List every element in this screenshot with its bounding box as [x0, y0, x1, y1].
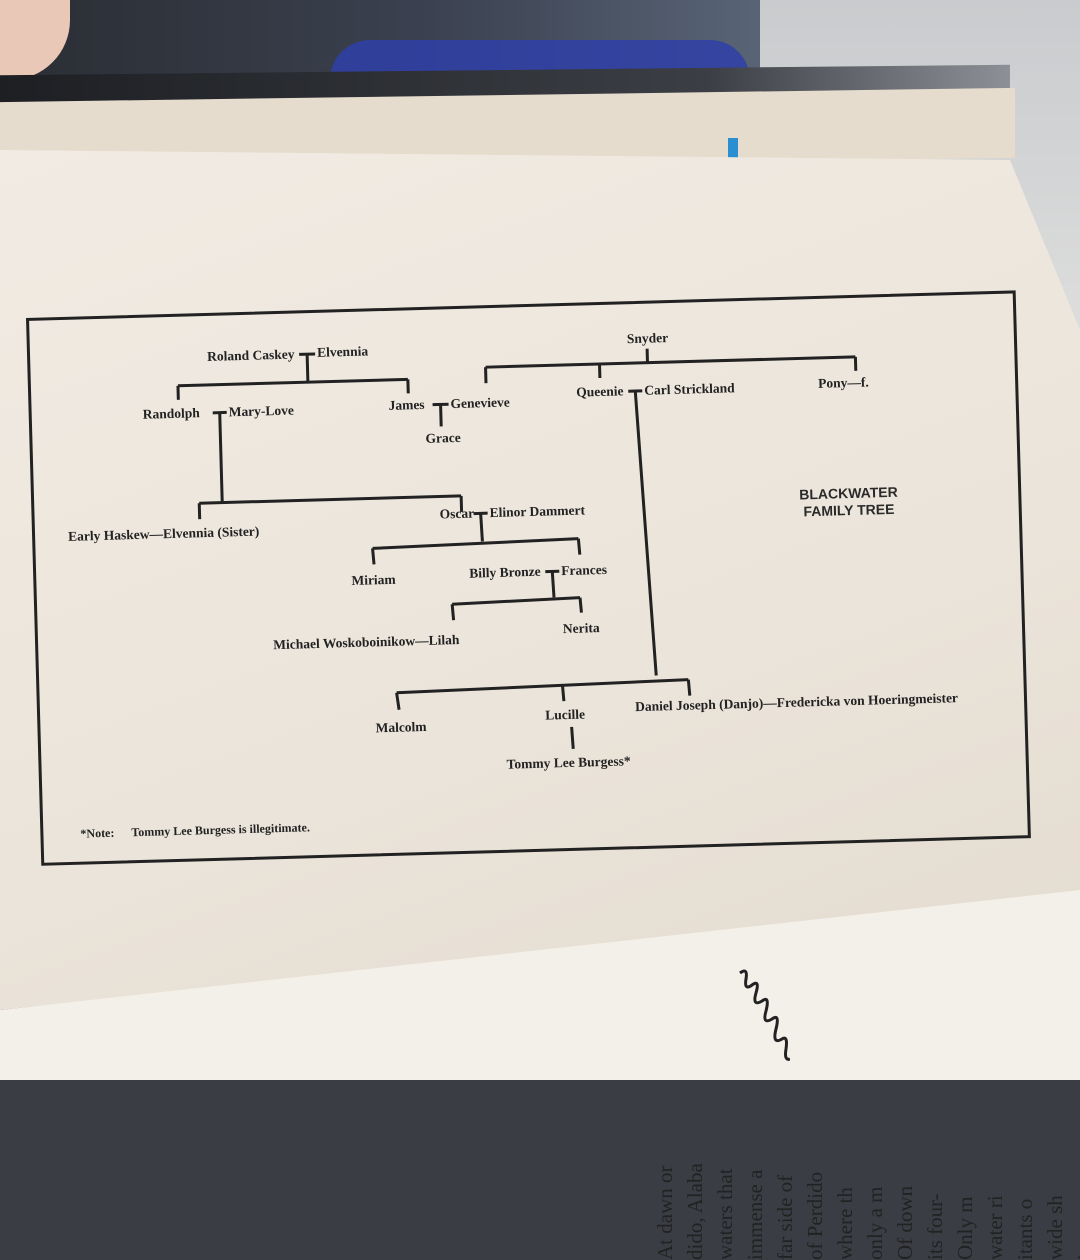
facing-page-line: ing su	[1070, 1090, 1080, 1260]
footnote-label: *Note:	[80, 826, 114, 841]
name-nerita: Nerita	[563, 620, 600, 637]
name-queenie: Queenie	[576, 383, 624, 400]
tree-title-line2: FAMILY TREE	[799, 501, 898, 521]
name-genevieve: Genevieve	[450, 395, 510, 413]
name-roland-caskey: Roland Caskey	[207, 347, 295, 365]
facing-page-line: At dawn or	[650, 1090, 680, 1260]
name-carl-strickland: Carl Strickland	[644, 380, 735, 399]
name-lucille: Lucille	[545, 707, 585, 724]
back-book-blue-letter	[728, 138, 738, 160]
facing-page-line: dido, Alaba	[680, 1090, 710, 1260]
name-james: James	[388, 397, 424, 414]
name-pony: Pony—f.	[818, 374, 869, 391]
name-miriam: Miriam	[351, 572, 396, 589]
name-oscar: Oscar	[439, 506, 474, 523]
facing-page-line: of Perdido	[800, 1090, 830, 1260]
facing-page-line: itants o	[1010, 1090, 1040, 1260]
facing-page-line: immense a	[740, 1090, 770, 1260]
facing-page-line: its four-	[920, 1090, 950, 1260]
name-elvennia: Elvennia	[317, 343, 368, 360]
facing-page-line: waters that	[710, 1090, 740, 1260]
name-randolph: Randolph	[143, 405, 200, 423]
facing-page-line: wide sh	[1040, 1090, 1070, 1260]
name-billy-bronze: Billy Bronze	[469, 564, 541, 582]
facing-page-line: water ri	[980, 1090, 1010, 1260]
facing-page-line: where th	[830, 1090, 860, 1260]
name-grace: Grace	[425, 430, 461, 447]
facing-page-line: only a m	[860, 1090, 890, 1260]
family-tree-frame: Roland Caskey Elvennia Randolph Mary-Lov…	[26, 290, 1031, 865]
name-frances: Frances	[561, 562, 607, 579]
name-elinor-dammert: Elinor Dammert	[489, 502, 585, 521]
facing-page-line: Only m	[950, 1090, 980, 1260]
squiggle-ornament	[730, 965, 790, 1075]
name-malcolm: Malcolm	[375, 719, 426, 736]
facing-page-line: far side of	[770, 1090, 800, 1260]
tree-title: BLACKWATER FAMILY TREE	[799, 484, 898, 521]
facing-page-line: Of down	[890, 1090, 920, 1260]
name-snyder: Snyder	[627, 330, 669, 347]
name-mary-love: Mary-Love	[228, 403, 294, 421]
